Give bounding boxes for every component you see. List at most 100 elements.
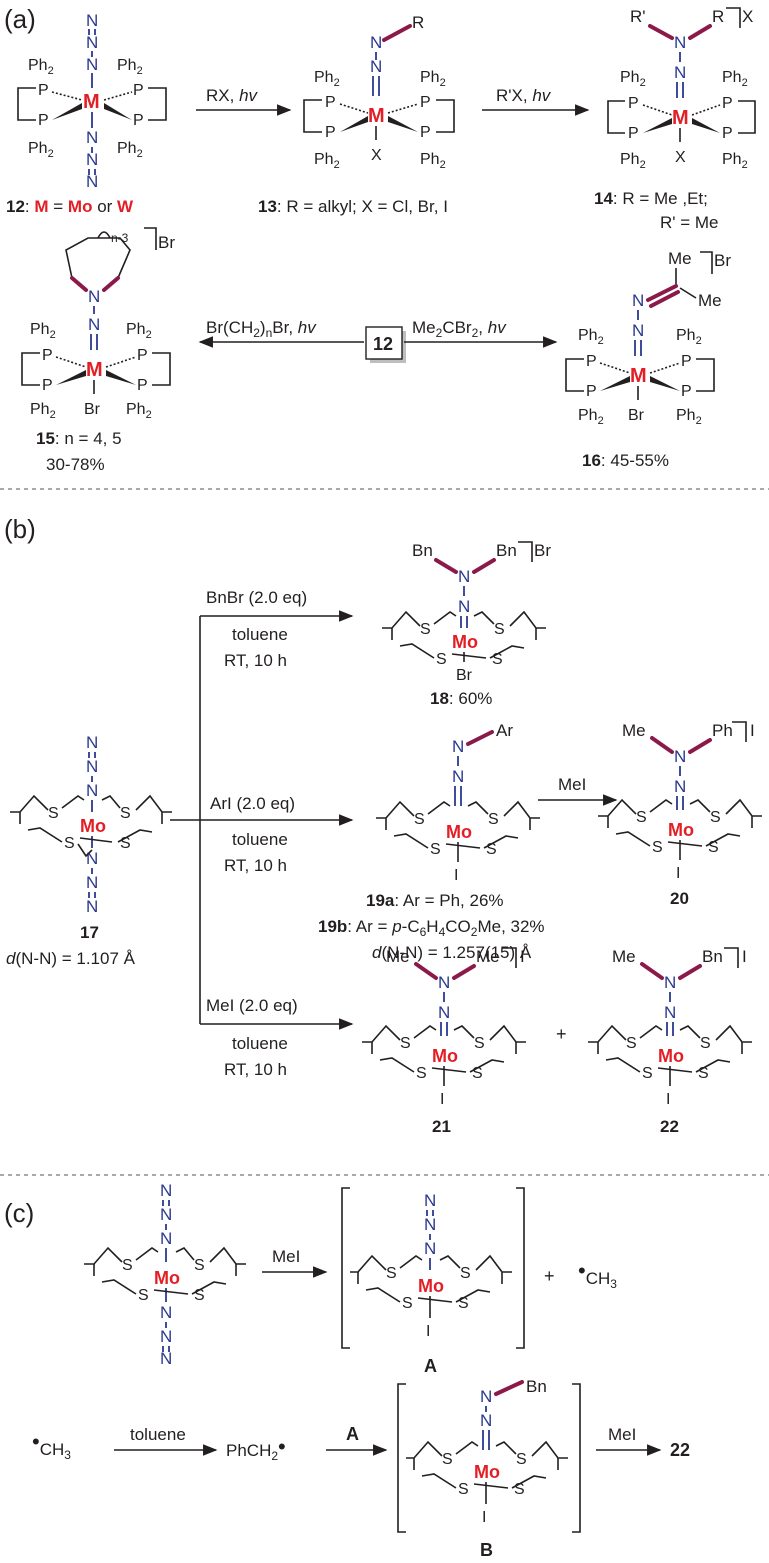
- compound-20-structure: Me N Ph I N Mo I S S S S: [598, 721, 762, 882]
- compound-14-label: 14: R = Me ,Et;: [594, 189, 708, 208]
- svg-text:S: S: [402, 1295, 413, 1312]
- svg-text:N: N: [480, 1411, 492, 1430]
- svg-text:Ph2: Ph2: [722, 151, 748, 171]
- svg-text:Ph2: Ph2: [578, 327, 604, 347]
- svg-text:S: S: [472, 1065, 483, 1082]
- arrow-c-toluene-label: toluene: [130, 1425, 186, 1444]
- center-12-box: [365, 326, 403, 360]
- svg-text:Ph2: Ph2: [676, 407, 702, 427]
- svg-text:N: N: [86, 757, 98, 776]
- compound-19a-label: 19a: Ar = Ph, 26%: [366, 891, 504, 910]
- r1-reagent: BnBr (2.0 eq): [206, 588, 307, 607]
- svg-text:M: M: [83, 91, 100, 113]
- svg-text:S: S: [458, 1481, 469, 1498]
- svg-text:Ph2: Ph2: [420, 69, 446, 89]
- svg-text:M: M: [86, 359, 103, 381]
- svg-text:X: X: [675, 149, 686, 166]
- svg-text:N: N: [160, 1327, 172, 1346]
- svg-text:S: S: [64, 835, 75, 852]
- intermediate-a-structure: N N N Mo I S S S S: [350, 1191, 512, 1340]
- arrow2-conditions: R'X, hv: [496, 86, 552, 105]
- compound-16-label: 16: 45-55%: [582, 451, 669, 470]
- svg-text:P: P: [722, 125, 733, 142]
- svg-text:P: P: [325, 124, 336, 141]
- arrow3-conditions: Br(CH2)nBr, hv: [206, 318, 317, 340]
- compound-21-structure: Me N Me I N Mo I S S S S: [362, 947, 526, 1108]
- svg-text:X: X: [742, 7, 753, 26]
- svg-text:N: N: [86, 873, 98, 892]
- svg-text:N: N: [438, 1003, 450, 1022]
- svg-text:N: N: [160, 1349, 172, 1368]
- svg-text:N: N: [86, 128, 98, 147]
- svg-text:S: S: [430, 841, 441, 858]
- r3-reagent: MeI (2.0 eq): [206, 996, 298, 1015]
- svg-text:S: S: [698, 1065, 709, 1082]
- svg-text:Ph2: Ph2: [620, 69, 646, 89]
- svg-text:S: S: [460, 1265, 471, 1282]
- svg-text:Ph2: Ph2: [620, 151, 646, 171]
- svg-text:S: S: [138, 1287, 149, 1304]
- arrow-c-mei-2-label: MeI: [608, 1425, 636, 1444]
- svg-text:N: N: [674, 63, 686, 82]
- svg-text:N: N: [160, 1303, 172, 1322]
- svg-text:N: N: [86, 55, 98, 74]
- svg-text:N: N: [424, 1215, 436, 1234]
- svg-text:R': R': [630, 7, 646, 26]
- compound-14-label-line2: R' = Me: [660, 213, 719, 232]
- svg-text:S: S: [700, 1035, 711, 1052]
- plus-21-22: +: [556, 1024, 567, 1044]
- svg-text:S: S: [488, 811, 499, 828]
- r2-conditions: RT, 10 h: [224, 856, 287, 875]
- svg-text:S: S: [436, 651, 447, 668]
- svg-text:Bn: Bn: [496, 541, 517, 560]
- r3-conditions: RT, 10 h: [224, 1060, 287, 1079]
- svg-text:Me: Me: [386, 947, 410, 966]
- svg-text:Ph2: Ph2: [28, 140, 54, 160]
- svg-text:Me: Me: [622, 721, 646, 740]
- svg-text:Br: Br: [84, 401, 101, 418]
- svg-text:Br: Br: [534, 541, 551, 560]
- svg-text:S: S: [400, 1035, 411, 1052]
- svg-text:N: N: [664, 973, 676, 992]
- svg-text:N: N: [88, 287, 100, 306]
- svg-text:N: N: [452, 737, 464, 756]
- svg-text:N: N: [424, 1191, 436, 1210]
- svg-text:N: N: [458, 567, 470, 586]
- intermediate-a-label: A: [424, 1356, 437, 1376]
- svg-text:N: N: [674, 747, 686, 766]
- svg-text:N: N: [86, 897, 98, 916]
- svg-text:X: X: [371, 147, 382, 164]
- svg-text:M: M: [368, 105, 385, 127]
- svg-text:Ph2: Ph2: [676, 327, 702, 347]
- panel-label-b: (b): [4, 514, 36, 544]
- r1-solvent: toluene: [232, 625, 288, 644]
- svg-text:Ph2: Ph2: [420, 151, 446, 171]
- svg-text:N: N: [86, 11, 98, 30]
- r1-conditions: RT, 10 h: [224, 651, 287, 670]
- svg-text:Me: Me: [612, 947, 636, 966]
- svg-text:P: P: [681, 353, 692, 370]
- svg-text:Mo: Mo: [658, 1046, 684, 1066]
- svg-text:S: S: [474, 1035, 485, 1052]
- compound-18-label: 18: 60%: [430, 689, 492, 708]
- r2-reagent: ArI (2.0 eq): [210, 794, 295, 813]
- svg-text:N: N: [370, 57, 382, 76]
- svg-text:I: I: [426, 1323, 430, 1340]
- svg-text:P: P: [420, 124, 431, 141]
- svg-text:Ph2: Ph2: [722, 69, 748, 89]
- compound-16-structure: Me Br Me N N M Br P P P P Ph2 Ph2 Ph2 Ph…: [565, 249, 731, 427]
- svg-text:S: S: [458, 1295, 469, 1312]
- svg-text:I: I: [666, 1091, 670, 1108]
- svg-text:Ph: Ph: [712, 721, 733, 740]
- svg-text:I: I: [742, 947, 747, 966]
- svg-text:N: N: [86, 172, 98, 191]
- svg-text:R: R: [412, 13, 424, 32]
- panel-label-c: (c): [4, 1198, 34, 1228]
- compound-19b-label: 19b: Ar = p-C6H4CO2Me, 32%: [318, 917, 545, 939]
- svg-text:P: P: [42, 377, 53, 394]
- svg-text:N: N: [438, 973, 450, 992]
- bracket-b-left: [397, 1383, 406, 1533]
- svg-text:N: N: [160, 1181, 172, 1200]
- svg-text:Ph2: Ph2: [314, 151, 340, 171]
- svg-text:Ph2: Ph2: [314, 69, 340, 89]
